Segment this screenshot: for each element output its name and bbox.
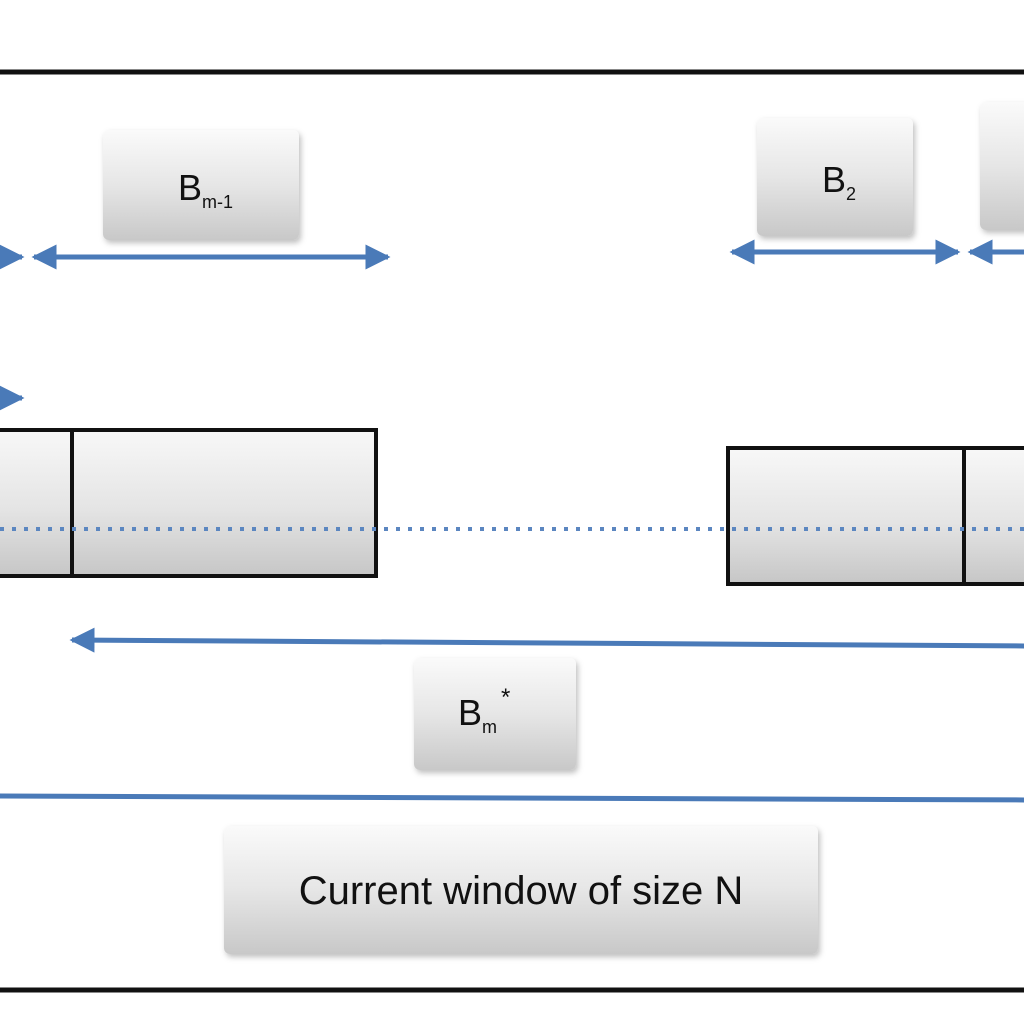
b-2-base: B [822, 159, 846, 200]
block-b-m-minus-1 [70, 428, 378, 578]
b-m-minus-1-sub: m-1 [202, 192, 233, 212]
window-line [0, 793, 1024, 803]
block-left-partial [0, 428, 74, 578]
b-m-star-sup: * [501, 684, 510, 711]
label-box-partial-right [980, 102, 1024, 230]
outer-frame [0, 69, 1024, 993]
b-m-star-base: B [458, 692, 482, 733]
label-box-b-2: B2 [757, 118, 913, 236]
label-box-b-m-star: Bm* [414, 658, 576, 770]
svg-text:Bm*: Bm* [458, 684, 510, 737]
label-box-b-m-minus-1: Bm-1 [103, 130, 299, 240]
block-b-2 [726, 446, 966, 586]
b-m-star-sub: m [482, 717, 497, 737]
svg-text:Bm-1: Bm-1 [178, 167, 233, 212]
b-m-minus-1-base: B [178, 167, 202, 208]
arrow-b-m-star [69, 627, 1024, 653]
window-label: Current window of size N [299, 869, 744, 913]
svg-text:B2: B2 [822, 159, 856, 204]
block-right-partial [962, 446, 1024, 586]
b-2-sub: 2 [846, 184, 856, 204]
window-label-box: Current window of size N [224, 826, 818, 954]
